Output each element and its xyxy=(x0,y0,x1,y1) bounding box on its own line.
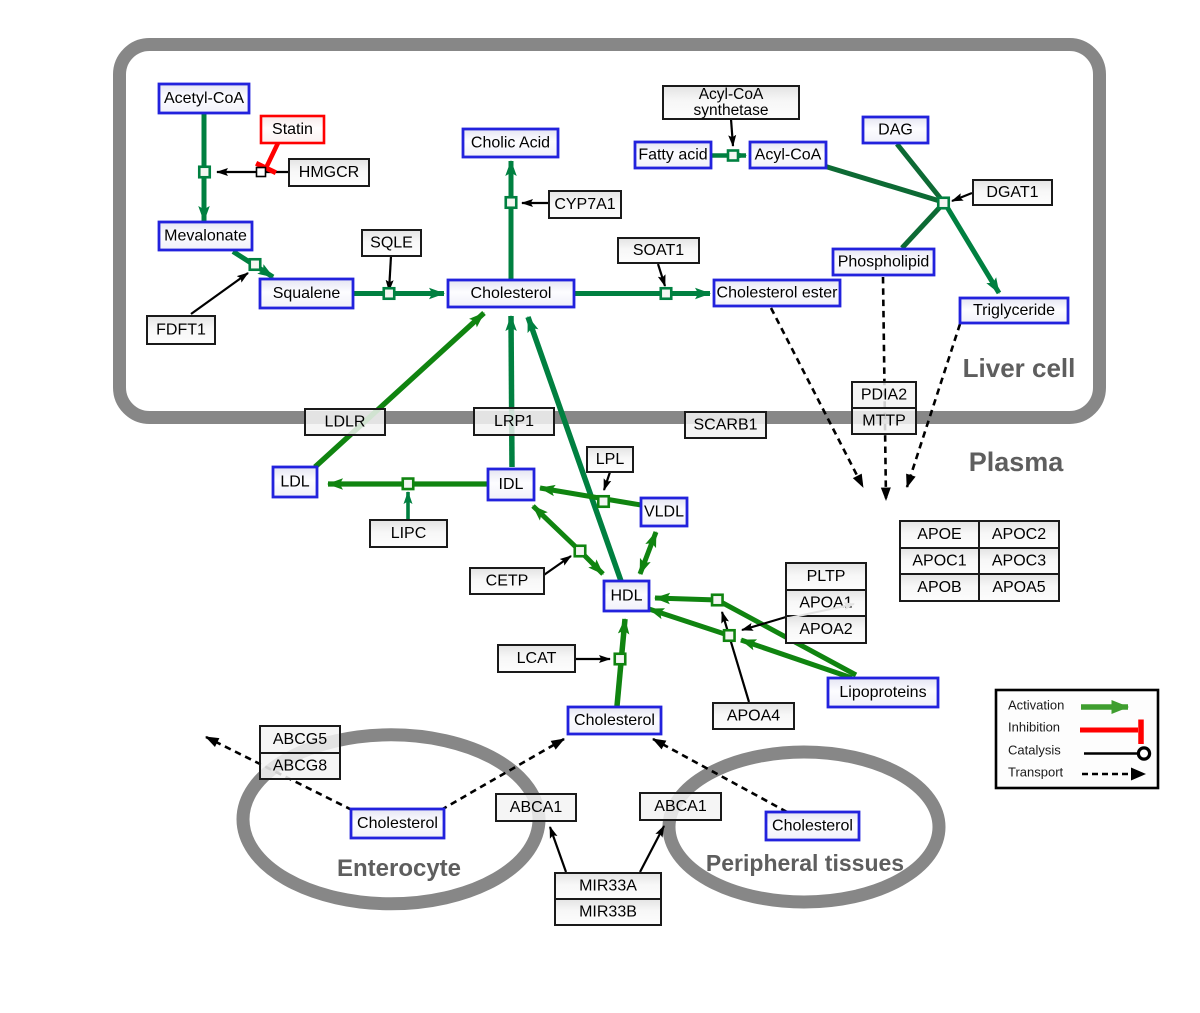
svg-text:HMGCR: HMGCR xyxy=(299,164,359,181)
svg-text:MIR33A: MIR33A xyxy=(579,878,637,895)
svg-text:LPL: LPL xyxy=(596,451,625,468)
svg-text:Cholesterol: Cholesterol xyxy=(574,712,655,729)
svg-text:Cholesterol ester: Cholesterol ester xyxy=(717,285,839,302)
svg-text:PDIA2: PDIA2 xyxy=(861,387,907,404)
svg-text:Cholesterol: Cholesterol xyxy=(471,285,552,302)
svg-text:Cholic Acid: Cholic Acid xyxy=(471,135,550,152)
svg-text:VLDL: VLDL xyxy=(644,504,684,521)
svg-text:Squalene: Squalene xyxy=(273,285,341,302)
svg-text:APOB: APOB xyxy=(917,579,961,596)
svg-text:Transport: Transport xyxy=(1008,765,1064,780)
svg-text:MTTP: MTTP xyxy=(862,413,906,430)
svg-text:LRP1: LRP1 xyxy=(494,413,534,430)
svg-text:APOA5: APOA5 xyxy=(992,579,1045,596)
svg-text:Mevalonate: Mevalonate xyxy=(164,228,247,245)
svg-text:PLTP: PLTP xyxy=(807,568,846,585)
svg-text:APOA2: APOA2 xyxy=(799,621,852,638)
svg-text:Lipoproteins: Lipoproteins xyxy=(839,684,926,701)
svg-text:ABCA1: ABCA1 xyxy=(510,799,563,816)
svg-text:Phospholipid: Phospholipid xyxy=(838,254,930,271)
svg-text:APOC2: APOC2 xyxy=(992,526,1046,543)
svg-text:synthetase: synthetase xyxy=(694,102,769,119)
svg-text:Statin: Statin xyxy=(272,121,313,138)
svg-text:DGAT1: DGAT1 xyxy=(986,184,1038,201)
svg-text:LCAT: LCAT xyxy=(517,650,557,667)
svg-text:Triglyceride: Triglyceride xyxy=(973,302,1055,319)
svg-text:HDL: HDL xyxy=(610,588,642,605)
svg-text:Fatty acid: Fatty acid xyxy=(638,147,707,164)
svg-text:APOA4: APOA4 xyxy=(727,708,780,725)
svg-text:ABCG8: ABCG8 xyxy=(273,758,327,775)
svg-text:APOE: APOE xyxy=(917,526,961,543)
svg-text:Liver cell: Liver cell xyxy=(963,353,1076,383)
svg-text:Acyl-CoA: Acyl-CoA xyxy=(755,147,822,164)
svg-text:DAG: DAG xyxy=(878,122,913,139)
svg-text:ABCA1: ABCA1 xyxy=(654,798,707,815)
svg-text:Catalysis: Catalysis xyxy=(1008,743,1061,758)
svg-text:Plasma: Plasma xyxy=(969,447,1065,477)
svg-text:Activation: Activation xyxy=(1008,698,1064,713)
svg-text:Enterocyte: Enterocyte xyxy=(337,855,461,882)
svg-text:APOC1: APOC1 xyxy=(912,553,966,570)
svg-text:Inhibition: Inhibition xyxy=(1008,720,1060,735)
svg-text:FDFT1: FDFT1 xyxy=(156,322,206,339)
svg-text:CETP: CETP xyxy=(486,573,529,590)
svg-text:SQLE: SQLE xyxy=(370,235,413,252)
svg-text:LDLR: LDLR xyxy=(325,414,366,431)
svg-text:SOAT1: SOAT1 xyxy=(633,242,684,259)
svg-text:CYP7A1: CYP7A1 xyxy=(554,196,615,213)
svg-text:LIPC: LIPC xyxy=(391,525,427,542)
svg-text:SCARB1: SCARB1 xyxy=(693,417,757,434)
svg-text:Cholesterol: Cholesterol xyxy=(357,815,438,832)
svg-text:Peripheral tissues: Peripheral tissues xyxy=(706,850,904,876)
svg-text:APOA1: APOA1 xyxy=(799,595,852,612)
svg-text:APOC3: APOC3 xyxy=(992,553,1046,570)
svg-text:LDL: LDL xyxy=(280,474,309,491)
svg-text:ABCG5: ABCG5 xyxy=(273,731,327,748)
svg-text:Cholesterol: Cholesterol xyxy=(772,818,853,835)
svg-text:Acyl-CoA: Acyl-CoA xyxy=(699,86,764,103)
svg-text:Acetyl-CoA: Acetyl-CoA xyxy=(164,90,244,107)
svg-text:IDL: IDL xyxy=(499,476,524,493)
svg-text:MIR33B: MIR33B xyxy=(579,904,637,921)
